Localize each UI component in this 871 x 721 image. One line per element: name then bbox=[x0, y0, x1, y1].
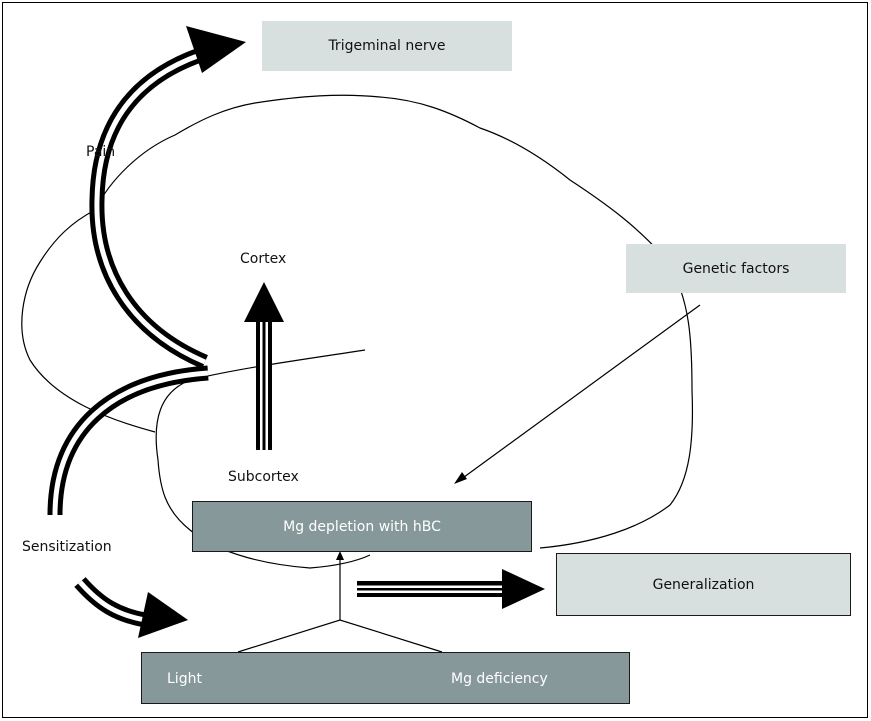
pain-arrow bbox=[89, 47, 208, 369]
brain-lower-outline bbox=[155, 349, 371, 569]
mg-deficiency-label: Mg deficiency bbox=[451, 671, 548, 687]
subcortex-label: Subcortex bbox=[228, 469, 299, 485]
generalization-arrowhead bbox=[502, 569, 545, 609]
brain-outline bbox=[21, 94, 694, 549]
generalization-arrow bbox=[357, 581, 505, 597]
cortex-label: Cortex bbox=[240, 251, 287, 267]
pain-arrowhead bbox=[186, 26, 246, 73]
trigeminal-nerve-box: Trigeminal nerve bbox=[262, 21, 512, 71]
sensitization-label: Sensitization bbox=[22, 539, 112, 555]
sensitization-curve bbox=[47, 365, 209, 516]
light-mg-deficiency-box: Light Mg deficiency bbox=[141, 652, 630, 704]
generalization-box: Generalization bbox=[556, 553, 851, 616]
mg-depletion-box: Mg depletion with hBC bbox=[192, 501, 532, 552]
cortex-arrow bbox=[256, 322, 272, 450]
light-label: Light bbox=[167, 671, 202, 687]
cortex-arrowhead bbox=[244, 282, 284, 322]
genetic-factors-box: Genetic factors bbox=[626, 244, 846, 293]
pain-label: Pain bbox=[86, 144, 116, 160]
depletion-input-arrowhead bbox=[336, 551, 344, 560]
convergence-lines bbox=[237, 619, 443, 653]
sensitization-arrowhead bbox=[138, 592, 188, 638]
sensitization-arrow bbox=[74, 576, 147, 628]
genetic-arrow bbox=[459, 304, 701, 481]
genetic-arrowhead bbox=[454, 472, 467, 484]
